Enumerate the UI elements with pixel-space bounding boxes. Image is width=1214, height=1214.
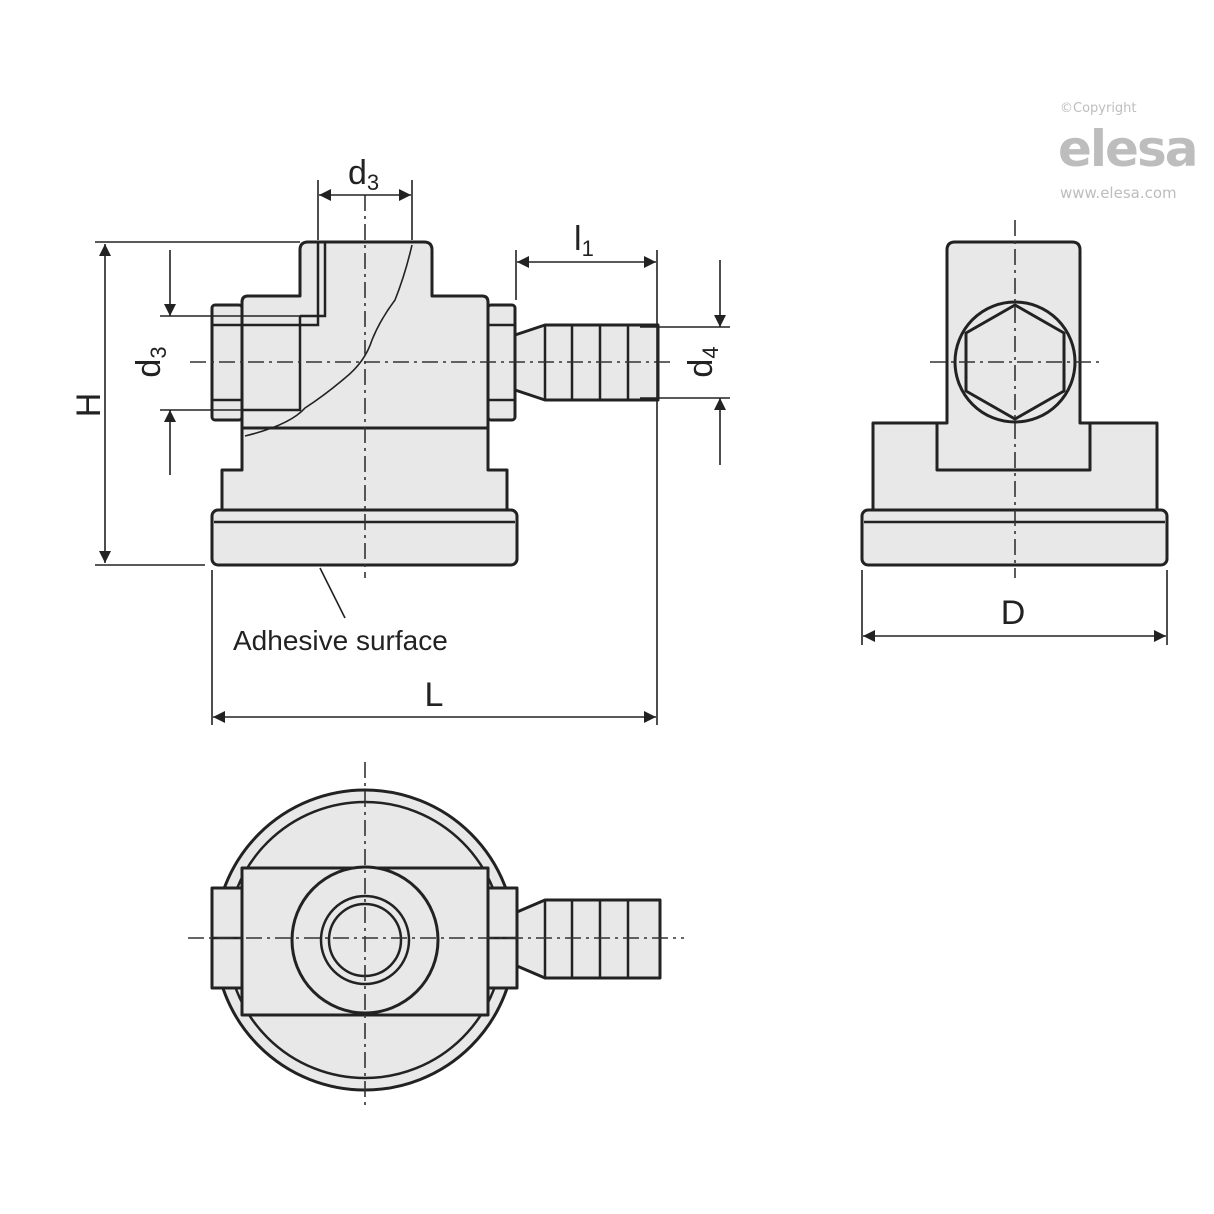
- top-view: [188, 762, 684, 1108]
- elesa-watermark: ©Copyright elesa www.elesa.com: [1058, 101, 1198, 202]
- dim-D: D: [1001, 594, 1026, 632]
- dim-d3-top: d3: [348, 154, 379, 195]
- dim-d3-left: d3: [130, 346, 171, 377]
- dim-l1: l1: [574, 220, 594, 261]
- watermark-brand: elesa: [1058, 120, 1196, 178]
- dim-L: L: [425, 676, 444, 714]
- front-dimensions: H d3 d3 l1 d4 L Adhesive surface: [70, 154, 730, 725]
- side-view: D: [860, 220, 1169, 645]
- top-hose-barb: [515, 898, 662, 980]
- dim-d4: d4: [682, 346, 723, 377]
- hex-nut: [964, 303, 1066, 421]
- adhesive-surface-label: Adhesive surface: [233, 625, 448, 656]
- watermark-copyright: ©Copyright: [1060, 101, 1137, 116]
- front-view: [190, 195, 672, 578]
- dim-H: H: [70, 393, 108, 418]
- watermark-url: www.elesa.com: [1060, 184, 1177, 202]
